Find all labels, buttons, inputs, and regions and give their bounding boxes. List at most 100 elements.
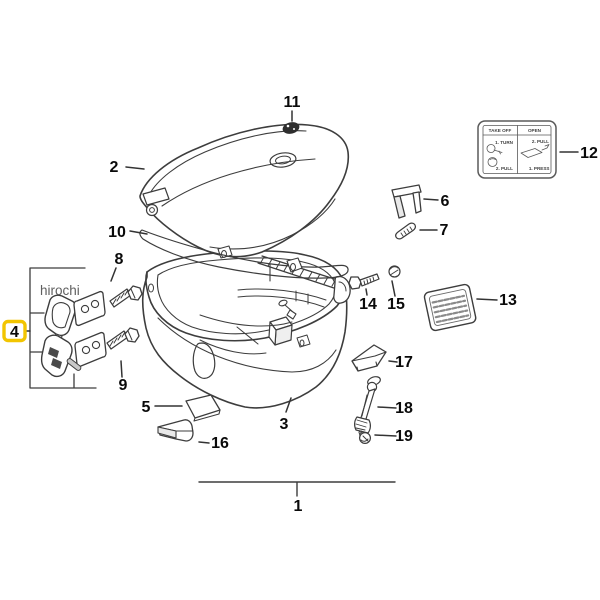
- grommet-highlight-1: [286, 124, 290, 128]
- part-11-label[interactable]: 11: [284, 94, 301, 111]
- hinge-lock-pocket-1: [48, 347, 59, 358]
- part-13-label[interactable]: 13: [499, 292, 517, 309]
- part-12-label[interactable]: 12: [580, 145, 598, 162]
- lid-rim-inner-line: [148, 130, 307, 196]
- nut-detail: [390, 266, 399, 278]
- nut-part: [388, 265, 401, 278]
- case-rim-inner: [156, 257, 337, 335]
- lid-hinge-tab-left-hole: [221, 250, 227, 258]
- tether-clevis-hatch: [355, 419, 368, 431]
- case-front-crease: [157, 317, 337, 373]
- roll-pin-part: [395, 222, 416, 240]
- part-16-label[interactable]: 16: [211, 435, 229, 452]
- part-14-label[interactable]: 14: [359, 296, 377, 313]
- sticker-grid-lines: [482, 125, 552, 174]
- part-17-label[interactable]: 17: [395, 354, 413, 371]
- wedge-part: [351, 344, 387, 372]
- bolt-head-facet: [130, 288, 136, 299]
- case-grip-recess: [192, 342, 216, 379]
- sticker-col2-header: OPEN: [528, 128, 542, 133]
- rim-clip-hole-left: [148, 283, 154, 293]
- part-7-label[interactable]: 7: [440, 222, 449, 239]
- assembly-bracket-line: [198, 481, 396, 497]
- leader-15: [391, 280, 396, 297]
- plate-inner: [428, 289, 472, 326]
- part-9-label[interactable]: 9: [119, 377, 128, 394]
- bolt-threads: [112, 289, 129, 305]
- leader-10: [129, 230, 148, 235]
- bracket-left-leg: [393, 195, 406, 219]
- sticker-col2-step1: 2. PULL: [532, 139, 549, 144]
- part-19-label[interactable]: 19: [395, 428, 413, 445]
- tether-clevis: [354, 416, 371, 434]
- screw-head-detail: [360, 435, 369, 442]
- part-15-label[interactable]: 15: [387, 296, 405, 313]
- hinge-cover-outline: [44, 294, 77, 337]
- rail-latch-hook-inner: [338, 281, 347, 292]
- sticker-knob-icon: [487, 157, 498, 167]
- leader-14: [365, 288, 368, 296]
- part-6-label[interactable]: 6: [441, 193, 450, 210]
- leader-19: [374, 434, 397, 437]
- plate-text-lines: [431, 294, 470, 324]
- part-4-label[interactable]: 4: [10, 324, 19, 341]
- lid-seal-part: [139, 229, 349, 282]
- lid-keyhole-bezel: [269, 152, 297, 168]
- tether-shaft-line: [361, 394, 368, 417]
- part-18-label[interactable]: 18: [395, 400, 413, 417]
- mount-plate-a: [73, 290, 106, 327]
- bolt-9-part: [106, 327, 140, 350]
- part-10-label[interactable]: 10: [108, 224, 126, 241]
- lid-keyhole: [275, 155, 291, 165]
- leader-16: [198, 441, 210, 444]
- plate-b-hole-2: [91, 340, 101, 350]
- bracket-top-bar: [391, 184, 422, 198]
- leader-17: [388, 360, 398, 363]
- case-rim-front-edge: [145, 271, 346, 342]
- part-4-highlight-box[interactable]: [2, 319, 27, 343]
- sticker-col2-step2: 1. PRESS: [529, 166, 550, 171]
- artwork-layer: TAKE OFF OPEN 1. TURN 2. PULL 2. PULL 1.…: [29, 120, 557, 497]
- pad-part: [185, 394, 221, 422]
- hinge-cover-window: [51, 302, 71, 329]
- part-1-label[interactable]: 1: [294, 498, 303, 515]
- mount-plate-b: [74, 331, 107, 368]
- part-5-label[interactable]: 5: [142, 399, 151, 416]
- case-body-part: [141, 250, 351, 409]
- leader-13: [476, 298, 498, 301]
- lid-outline: [139, 123, 350, 258]
- hinge-pin: [66, 358, 82, 371]
- hinge-lock-pocket-2: [51, 358, 62, 369]
- leader-lines-layer: [24, 110, 579, 444]
- grommet-part: [282, 122, 300, 134]
- mount-plate-b-group: [74, 331, 107, 368]
- sticker-key-icon: [486, 144, 503, 155]
- lid-part: [139, 123, 350, 259]
- bolt14-shaft: [359, 273, 380, 287]
- lid-bottom-thickness-line: [209, 198, 336, 250]
- plate-a-hole-2: [90, 299, 100, 309]
- sticker-col1-step2: 2. PULL: [496, 166, 513, 171]
- hinge-set-part: [29, 267, 107, 389]
- plate-b-hole-1: [81, 345, 91, 355]
- bolt14-head: [348, 276, 362, 290]
- wedge-fold: [351, 351, 387, 372]
- bolt14-threads: [363, 276, 375, 286]
- part-8-label[interactable]: 8: [115, 251, 124, 268]
- leader-6: [423, 198, 439, 201]
- case-back-wall-lines: [237, 288, 327, 308]
- grommet-highlight-2: [293, 128, 295, 130]
- part-2-label[interactable]: 2: [110, 159, 119, 176]
- seal-loop: [139, 229, 349, 279]
- sticker-case-icon: [520, 144, 550, 158]
- leader-18: [377, 406, 397, 409]
- sticker-col1-step1: 1. TURN: [495, 140, 514, 145]
- part-3-label[interactable]: 3: [280, 416, 289, 433]
- wedge-outline: [351, 344, 387, 372]
- leader-9: [120, 360, 123, 378]
- watermark-text: hirochi: [40, 283, 80, 298]
- bracket-right-leg: [412, 191, 422, 214]
- pad-thickness: [193, 409, 221, 422]
- hinge-set-bracket-lines: [29, 267, 97, 389]
- case-floor-lines: [199, 314, 293, 355]
